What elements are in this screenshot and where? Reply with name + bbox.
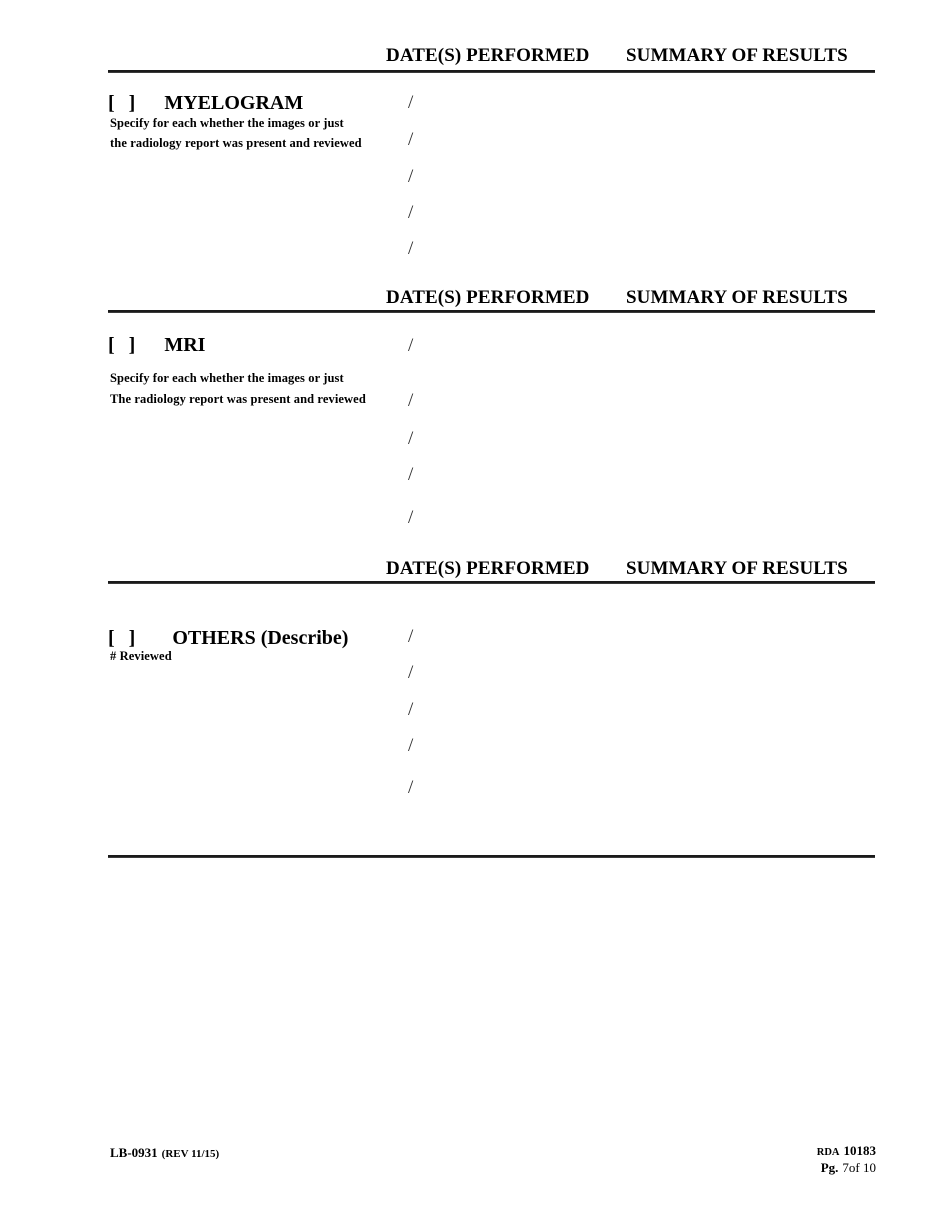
checkbox-mri[interactable]: [] xyxy=(108,334,137,357)
section-divider-3 xyxy=(108,581,875,584)
checkbox-myelogram[interactable]: [] xyxy=(108,92,137,115)
date-separator[interactable]: / xyxy=(408,777,414,798)
note-mri-line-2: The radiology report was present and rev… xyxy=(110,392,366,406)
footer-form-number: LB-0931(REV 11/15) xyxy=(110,1145,219,1161)
date-separator[interactable]: / xyxy=(408,699,414,720)
bracket-close-icon: ] xyxy=(128,334,138,356)
bracket-open-icon: [ xyxy=(108,92,117,114)
section-divider-bottom xyxy=(108,855,875,858)
date-separator[interactable]: / xyxy=(408,626,414,647)
date-separator[interactable]: / xyxy=(408,507,414,528)
footer-page: Pg.7of 10 xyxy=(817,1160,876,1176)
page-label: Pg. xyxy=(820,1160,839,1175)
date-separator[interactable]: / xyxy=(408,335,414,356)
section-divider-2 xyxy=(108,310,875,313)
rda-number: 10183 xyxy=(843,1143,877,1158)
date-separator[interactable]: / xyxy=(408,428,414,449)
column-header-dates-performed: DATE(S) PERFORMED xyxy=(386,45,590,66)
checkbox-row-mri[interactable]: [] MRI xyxy=(108,334,205,357)
date-separator[interactable]: / xyxy=(408,464,414,485)
date-separator[interactable]: / xyxy=(408,662,414,683)
note-mri-line-1: Specify for each whether the images or j… xyxy=(110,371,344,385)
page-value: 7of 10 xyxy=(842,1160,876,1175)
section-divider-1 xyxy=(108,70,875,73)
checkbox-others[interactable]: [] xyxy=(108,627,137,650)
column-header-summary-of-results: SUMMARY OF RESULTS xyxy=(626,45,848,66)
column-header-summary-of-results: SUMMARY OF RESULTS xyxy=(626,287,848,308)
bracket-close-icon: ] xyxy=(128,92,138,114)
column-header-dates-performed: DATE(S) PERFORMED xyxy=(386,558,590,579)
date-separator[interactable]: / xyxy=(408,92,414,113)
date-separator[interactable]: / xyxy=(408,129,414,150)
date-separator[interactable]: / xyxy=(408,202,414,223)
checkbox-row-myelogram[interactable]: [] MYELOGRAM xyxy=(108,92,303,115)
item-label-mri: MRI xyxy=(164,334,206,356)
rda-label: RDA xyxy=(816,1147,840,1158)
form-revision-value: (REV 11/15) xyxy=(161,1148,220,1160)
date-separator[interactable]: / xyxy=(408,238,414,259)
date-separator[interactable]: / xyxy=(408,390,414,411)
column-header-dates-performed: DATE(S) PERFORMED xyxy=(386,287,590,308)
bracket-close-icon: ] xyxy=(128,627,138,649)
item-label-others: OTHERS (Describe) xyxy=(172,627,349,649)
date-separator[interactable]: / xyxy=(408,166,414,187)
bracket-open-icon: [ xyxy=(108,627,117,649)
note-myelogram-line-1: Specify for each whether the images or j… xyxy=(110,116,344,130)
date-separator[interactable]: / xyxy=(408,735,414,756)
item-label-myelogram: MYELOGRAM xyxy=(164,92,304,114)
note-others-reviewed-count: # Reviewed xyxy=(110,649,172,663)
note-myelogram-line-2: the radiology report was present and rev… xyxy=(110,136,362,150)
form-number-value: LB-0931 xyxy=(110,1145,158,1160)
checkbox-row-others[interactable]: [] OTHERS (Describe) xyxy=(108,627,348,650)
bracket-open-icon: [ xyxy=(108,334,117,356)
column-header-summary-of-results: SUMMARY OF RESULTS xyxy=(626,558,848,579)
